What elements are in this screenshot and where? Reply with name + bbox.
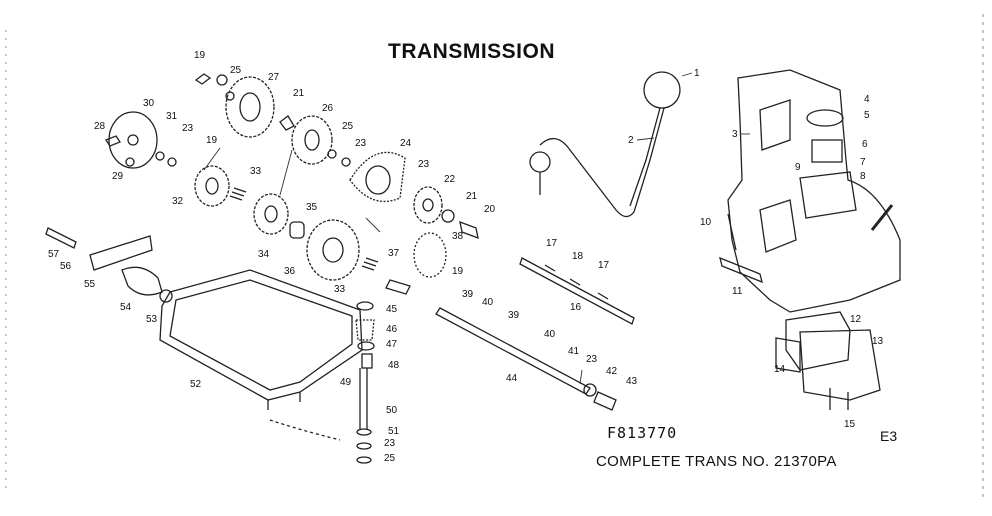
callout-34: 34 xyxy=(258,249,270,260)
callout-14: 14 xyxy=(774,364,786,375)
callout-20: 20 xyxy=(484,204,496,215)
callout-25b: 25 xyxy=(342,121,354,132)
callout-43: 43 xyxy=(626,376,638,387)
callout-26: 26 xyxy=(322,103,334,114)
callout-12: 12 xyxy=(850,314,862,325)
callout-2: 2 xyxy=(628,135,634,146)
callout-23e: 23 xyxy=(384,438,396,449)
callout-56: 56 xyxy=(60,261,72,272)
callout-5: 5 xyxy=(864,110,870,121)
callout-29: 29 xyxy=(112,171,124,182)
pinion xyxy=(355,319,375,341)
bracket xyxy=(89,235,153,271)
callout-21b: 21 xyxy=(466,191,478,202)
callout-1: 1 xyxy=(694,68,700,79)
callout-47: 47 xyxy=(386,339,398,350)
callout-27: 27 xyxy=(268,72,280,83)
callout-51: 51 xyxy=(388,426,400,437)
callout-7: 7 xyxy=(860,157,866,168)
chain-ring xyxy=(413,232,447,278)
complete-trans-number: COMPLETE TRANS NO. 21370PA xyxy=(596,453,837,470)
callout-31: 31 xyxy=(166,111,178,122)
callout-16: 16 xyxy=(570,302,582,313)
sheet-reference: E3 xyxy=(880,428,898,444)
callout-46: 46 xyxy=(386,324,398,335)
cover-plate xyxy=(108,111,158,169)
callout-19c: 19 xyxy=(452,266,464,277)
callout-40b: 40 xyxy=(544,329,556,340)
callout-4: 4 xyxy=(864,94,870,105)
shift-bar xyxy=(519,257,635,325)
callout-45: 45 xyxy=(386,304,398,315)
callout-24: 24 xyxy=(400,138,412,149)
callout-18: 18 xyxy=(572,251,584,262)
callout-39b: 39 xyxy=(508,310,520,321)
lower-housing xyxy=(785,311,851,371)
callout-30: 30 xyxy=(143,98,155,109)
callout-23a: 23 xyxy=(182,123,194,134)
callout-36: 36 xyxy=(284,266,296,277)
callout-11: 11 xyxy=(732,286,743,297)
callout-25a: 25 xyxy=(230,65,242,76)
callout-13: 13 xyxy=(872,336,884,347)
callout-33b: 33 xyxy=(334,284,346,295)
callout-41: 41 xyxy=(568,346,580,357)
callout-15: 15 xyxy=(844,419,856,430)
callout-37: 37 xyxy=(388,248,400,259)
callout-38: 38 xyxy=(452,231,464,242)
callout-labels: 1 2 3 4 5 6 7 8 9 10 11 12 13 14 15 16 1… xyxy=(48,50,884,464)
callout-19b: 19 xyxy=(206,135,218,146)
gear-36 xyxy=(306,219,360,281)
callout-39a: 39 xyxy=(462,289,474,300)
callout-50: 50 xyxy=(386,405,398,416)
callout-33a: 33 xyxy=(250,166,262,177)
callout-21a: 21 xyxy=(293,88,305,99)
bushing xyxy=(289,221,305,239)
spring-2 xyxy=(361,257,379,271)
bevel-gear xyxy=(349,151,406,203)
gear-large-top xyxy=(225,76,275,138)
callout-48: 48 xyxy=(388,360,400,371)
callout-6: 6 xyxy=(862,139,868,150)
callout-19a: 19 xyxy=(194,50,206,61)
clamp xyxy=(121,266,163,296)
callout-49: 49 xyxy=(340,377,352,388)
callout-54: 54 xyxy=(120,302,132,313)
leader-lines xyxy=(203,72,750,385)
callout-8: 8 xyxy=(860,171,866,182)
callout-57: 57 xyxy=(48,249,60,260)
callout-25c: 25 xyxy=(384,453,396,464)
callout-17a: 17 xyxy=(546,238,558,249)
shift-rod xyxy=(539,107,665,218)
callout-40a: 40 xyxy=(482,297,494,308)
transmission-case xyxy=(727,69,901,313)
gear-34 xyxy=(253,193,289,235)
callout-44: 44 xyxy=(506,373,518,384)
callout-28: 28 xyxy=(94,121,106,132)
callout-55: 55 xyxy=(84,279,96,290)
callout-3: 3 xyxy=(732,129,738,140)
gear-32 xyxy=(194,165,230,207)
callout-10: 10 xyxy=(700,217,712,228)
callout-23b: 23 xyxy=(355,138,367,149)
shift-knob xyxy=(643,71,681,109)
callout-9: 9 xyxy=(795,162,801,173)
callout-35: 35 xyxy=(306,202,318,213)
callout-52: 52 xyxy=(190,379,202,390)
gear-26 xyxy=(291,115,333,165)
diagram-title: TRANSMISSION xyxy=(388,40,556,63)
callout-17b: 17 xyxy=(598,260,610,271)
callout-23d: 23 xyxy=(586,354,598,365)
drawing-code: F813770 xyxy=(607,424,678,442)
callout-22: 22 xyxy=(444,174,456,185)
callout-23c: 23 xyxy=(418,159,430,170)
callout-32: 32 xyxy=(172,196,184,207)
callout-42: 42 xyxy=(606,366,618,377)
callout-53: 53 xyxy=(146,314,158,325)
spring xyxy=(229,187,247,201)
screw-part xyxy=(105,135,121,147)
